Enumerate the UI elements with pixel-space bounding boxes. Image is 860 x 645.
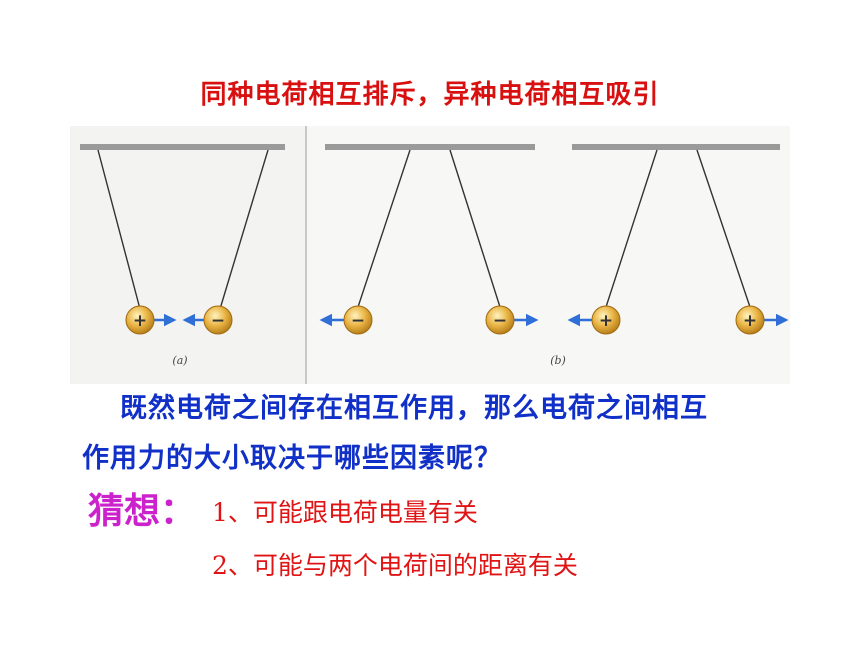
charge-sign: + bbox=[743, 311, 757, 331]
hypothesis-1: 1、可能跟电荷电量有关 bbox=[212, 498, 478, 527]
charged-ball bbox=[485, 305, 515, 335]
panel-b-negative: − − bbox=[319, 144, 539, 335]
charged-ball bbox=[591, 305, 621, 335]
charge-sign: − bbox=[493, 311, 507, 331]
thread bbox=[357, 149, 411, 308]
figure-label-b: (b) bbox=[550, 354, 566, 367]
support-bar bbox=[572, 144, 780, 150]
charged-ball bbox=[203, 305, 233, 335]
thread bbox=[97, 149, 141, 310]
support-bar bbox=[325, 144, 535, 150]
charge-sign: + bbox=[599, 311, 613, 331]
charged-ball bbox=[343, 305, 373, 335]
panel-b-positive: + + bbox=[567, 144, 789, 335]
panel-a-background bbox=[70, 126, 305, 384]
guess-label: 猜想： bbox=[88, 490, 197, 532]
panel-a: + − (a) bbox=[80, 144, 285, 367]
charged-ball bbox=[735, 305, 765, 335]
thread bbox=[449, 149, 501, 308]
thread bbox=[605, 149, 658, 308]
question-line-1: 既然电荷之间存在相互作用，那么电荷之间相互 bbox=[120, 393, 708, 424]
figure-label-a: (a) bbox=[172, 354, 187, 367]
slide-title: 同种电荷相互排斥，异种电荷相互吸引 bbox=[200, 80, 660, 110]
panel-b-background bbox=[307, 126, 790, 384]
question-line-2: 作用力的大小取决于哪些因素呢？ bbox=[82, 443, 502, 474]
charged-ball bbox=[125, 305, 155, 335]
hypothesis-2: 2、可能与两个电荷间的距离有关 bbox=[212, 551, 578, 580]
thread bbox=[219, 149, 269, 310]
pendulum-figure: + − (a) − − + + (b) bbox=[70, 126, 790, 384]
charge-sign: + bbox=[133, 311, 147, 331]
thread bbox=[696, 149, 751, 308]
charge-sign: − bbox=[211, 311, 225, 331]
charge-sign: − bbox=[351, 311, 365, 331]
support-bar bbox=[80, 144, 285, 150]
